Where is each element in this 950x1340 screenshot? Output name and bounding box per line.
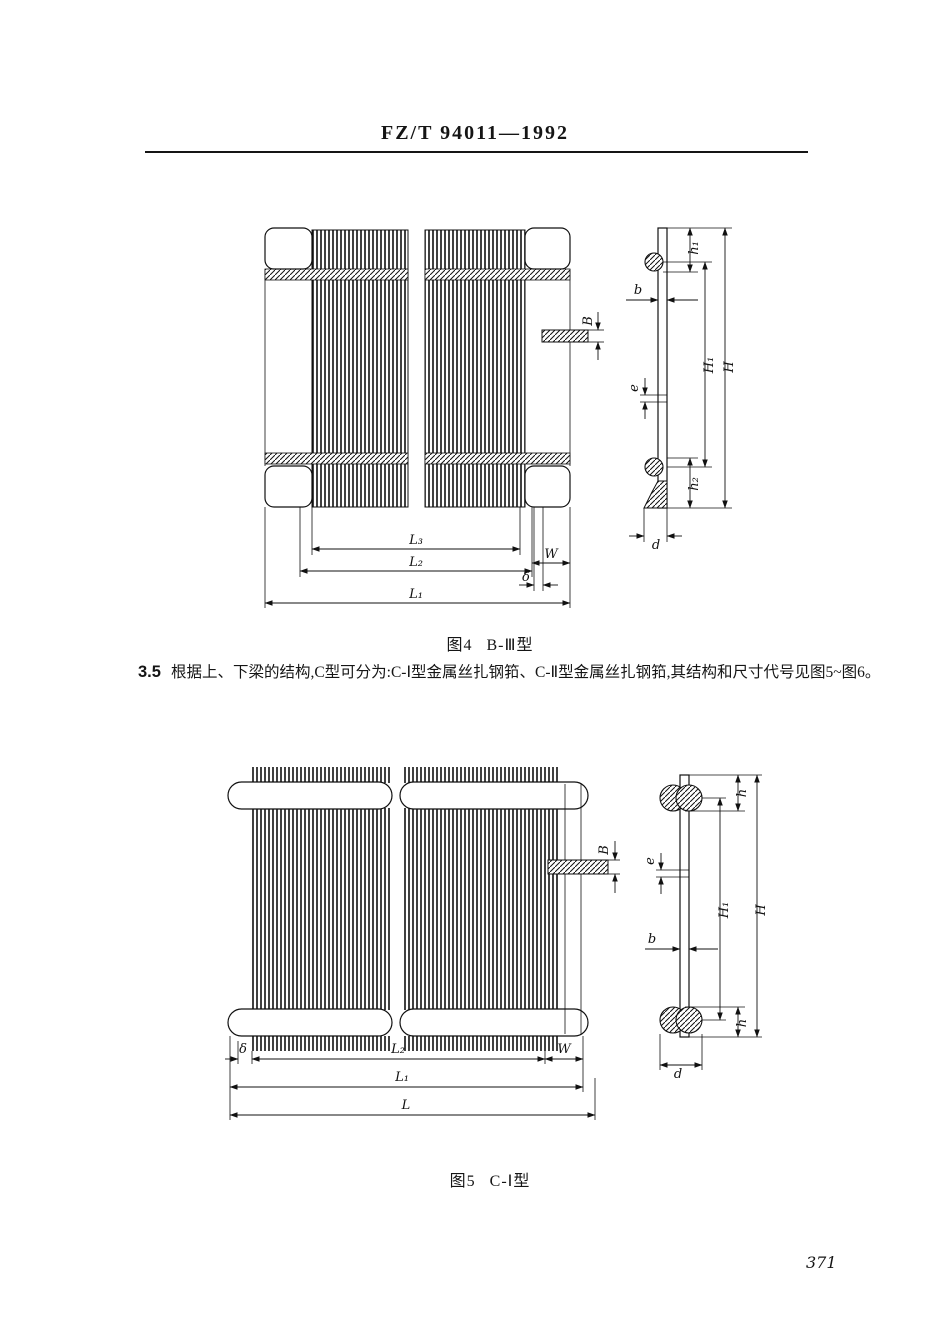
fig5-profile-strip [679,774,690,1038]
fig4-dimension-B: B [581,312,604,360]
fig4-corner-block-br [524,465,571,508]
fig4-dim-label-d: d [652,538,660,553]
fig4-dim-label-L3: L₃ [408,533,423,548]
fig5-top-rail-left [227,781,393,810]
standard-number: FZ/T 94011—1992 [381,122,569,144]
figure5-number: 图5 [449,1173,476,1190]
fig4-top-beam-section [644,252,664,272]
fig4-dim-label-delta: δ [522,570,530,585]
fig4-dim-label-h1: h₁ [687,241,702,255]
fig5-teeth-bottom-left [252,1036,390,1051]
fig5-baulk-bar [547,859,609,875]
fig5-bottom-rail-left [227,1008,393,1037]
fig4-corner-block-tl [264,227,313,270]
fig4-front-view [264,227,589,508]
fig5-front-view [227,767,609,1051]
fig5-teeth-top-left [252,767,390,783]
clause-text: 根据上、下梁的结构,C型可分为:C-Ⅰ型金属丝扎钢筘、C-Ⅱ型金属丝扎钢筘,其结… [170,664,881,681]
fig5-bottom-rail-right [399,1008,589,1037]
fig5-dim-label-W: W [557,1042,572,1057]
fig4-dim-label-H1: H₁ [702,357,717,375]
fig4-side-dimensions: b e h₁ H₁ H h₂ d [626,227,737,553]
fig5-dents-left [252,808,390,1010]
figure5-drawing: B δ L₂ W L₁ L [225,767,769,1120]
figure4-caption: 图4 B-Ⅲ型 [160,631,820,655]
fig5-dim-label-H1: H₁ [717,902,732,920]
fig5-dim-label-delta: δ [239,1042,247,1057]
fig5-dim-label-L1: L₁ [394,1070,409,1085]
fig5-dim-label-H: H [754,904,769,917]
fig5-dim-label-d: d [674,1067,682,1082]
fig5-bottom-dimensions: δ L₂ W L₁ L [225,1036,596,1120]
header-rule [145,151,808,153]
fig5-dim-label-h-top: h [735,789,750,797]
clause-number: 3.5 [138,663,161,681]
fig4-foot-section [643,480,668,509]
figure4-drawing: B L₃ L₂ W δ L₁ [264,227,737,608]
fig5-bottom-beam-section-front [675,1006,703,1034]
fig4-dim-label-L1: L₁ [408,587,423,602]
fig4-dim-label-e: e [627,384,642,392]
fig4-baulk-bar [541,329,589,343]
figure5-caption: 图5 C-Ⅰ型 [160,1167,820,1191]
fig4-dim-label-W: W [544,547,559,562]
fig4-dim-label-L2: L₂ [408,555,423,570]
fig4-binding-band-top-right [424,268,571,281]
fig5-dim-label-b: b [648,932,656,947]
fig5-dim-label-L: L [401,1098,411,1113]
fig5-side-dimensions: e b h H₁ H h d [643,774,769,1082]
fig4-dim-label-H: H [722,361,737,374]
fig5-teeth-bottom-right [402,1036,560,1051]
fig5-teeth-top-right [402,767,560,783]
figure4-type: B-Ⅲ型 [486,637,534,654]
fig5-top-beam-section-front [675,784,703,812]
fig4-dim-label-B: B [581,316,596,327]
fig4-binding-band-bottom-left [264,452,409,465]
fig4-binding-band-top-left [264,268,409,281]
fig4-bottom-dimensions: L₃ L₂ W δ L₁ [264,507,571,608]
fig5-dim-label-L2: L₂ [390,1042,405,1057]
figure5-type: C-Ⅰ型 [489,1173,531,1190]
fig4-binding-band-bottom-right [424,452,571,465]
fig4-side-view [643,227,668,509]
fig5-side-view [659,774,703,1038]
fig4-corner-block-tr [524,227,571,270]
fig4-dim-label-b: b [634,283,642,298]
fig4-corner-block-bl [264,465,313,508]
fig5-dim-label-h-bottom: h [735,1019,750,1027]
fig5-dim-label-B: B [597,845,612,856]
fig5-dimension-B: B [597,841,620,893]
fig4-bottom-beam-section [644,457,664,477]
page-number: 371 [806,1253,837,1272]
figure4-number: 图4 [446,637,473,654]
fig4-dim-label-h2: h₂ [687,477,702,491]
fig5-dim-label-e: e [643,857,658,865]
clause-3-5: 3.5 根据上、下梁的结构,C型可分为:C-Ⅰ型金属丝扎钢筘、C-Ⅱ型金属丝扎钢筘… [138,660,882,686]
fig5-top-rail-right [399,781,589,810]
fig5-dents-right [402,808,560,1010]
